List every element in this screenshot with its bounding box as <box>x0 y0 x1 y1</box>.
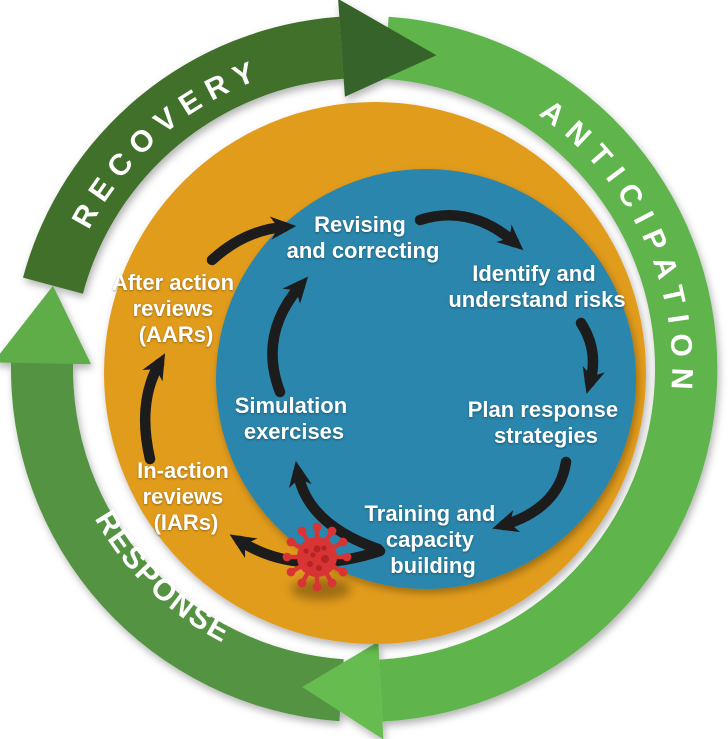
arrow-plan-to-training <box>492 456 572 533</box>
inner-cycle-disc <box>216 169 636 589</box>
coronavirus-icon <box>282 522 352 600</box>
arrow-aars-to-revising <box>206 216 297 266</box>
virus-inner-dots <box>303 545 329 571</box>
stage-label-in-action-reviews: In-action reviews (IARs) <box>137 458 235 535</box>
stage-label-training: Training and capacity building <box>365 501 502 578</box>
stage-label-identify: Identify and understand risks <box>448 261 625 312</box>
stage-label-after-action-reviews: After action reviews (AARs) <box>112 270 240 347</box>
arrow-identify-to-plan <box>575 317 605 394</box>
arrow-training-to-simulation <box>288 460 384 555</box>
stage-label-revising: Revising and correcting <box>287 212 440 263</box>
stage-label-simulation: Simulation exercises <box>235 393 354 444</box>
recovery-arc <box>23 16 344 294</box>
response-arrowhead <box>0 285 92 365</box>
stage-label-plan: Plan response strategies <box>468 397 625 448</box>
arrow-simulation-to-revising <box>267 276 309 398</box>
recovery-arrowhead <box>338 0 437 97</box>
arrow-revising-to-identify <box>414 210 524 251</box>
anticipation-arc <box>379 16 718 722</box>
arrow-iars-to-aars <box>139 353 166 465</box>
process-arrows <box>139 210 605 568</box>
anticipation-arrowhead <box>302 641 384 739</box>
